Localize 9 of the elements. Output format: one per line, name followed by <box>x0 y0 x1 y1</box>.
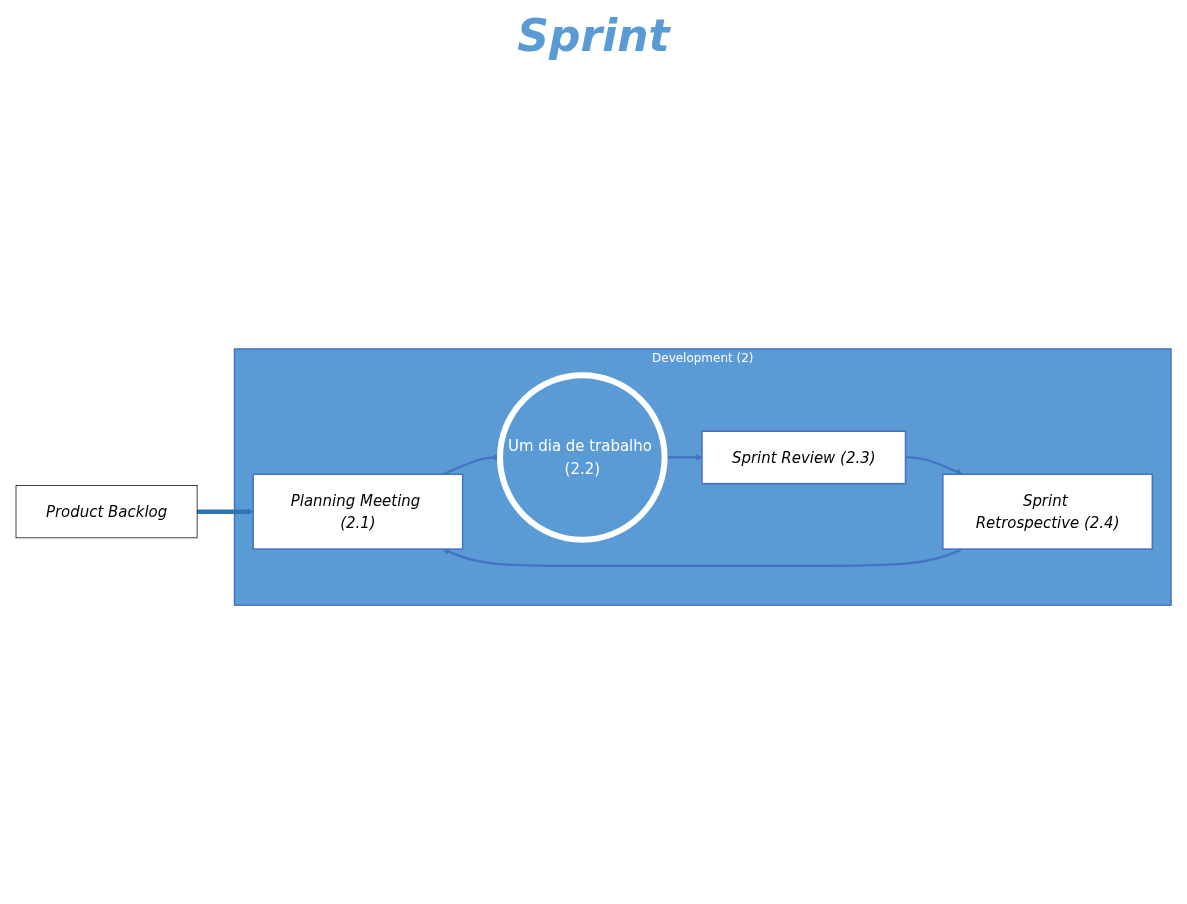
node-box: Product Backlog <box>15 485 198 539</box>
node-circle: Um dia de trabalho (2.2) <box>497 372 668 544</box>
arrow <box>905 456 963 476</box>
node-box: Planning Meeting (2.1) <box>252 473 464 551</box>
node-box: Sprint Retrospective (2.4) <box>942 473 1154 551</box>
arrow <box>442 548 963 568</box>
node-box: Sprint Review (2.3) <box>701 430 907 485</box>
arrow <box>197 508 254 516</box>
sprint-heading: Sprint <box>517 10 670 61</box>
